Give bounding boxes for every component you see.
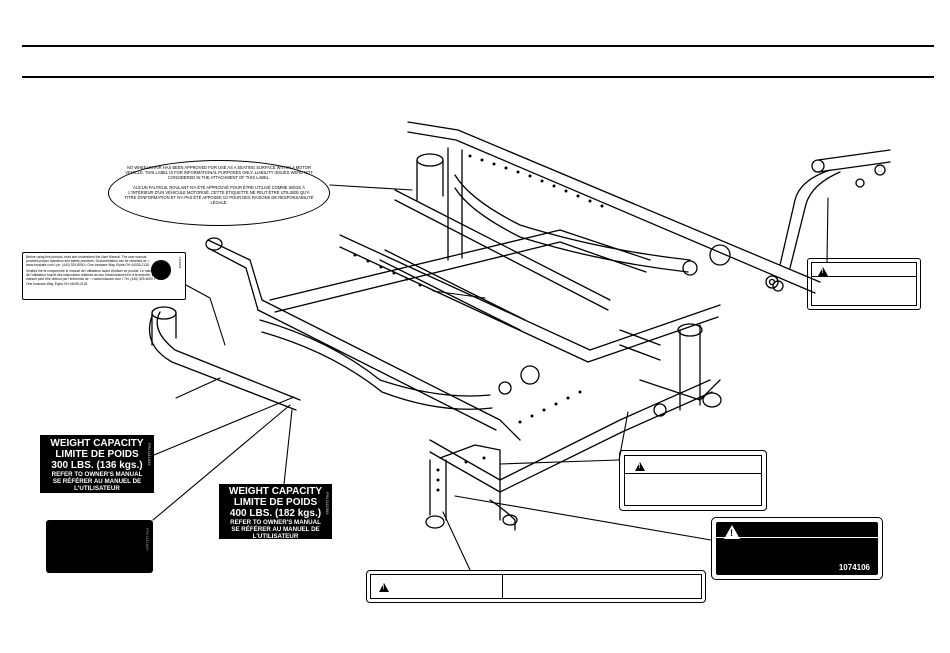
manual-notice-french: Veuillez lire et comprendre le manuel de…	[26, 269, 156, 286]
warning-triangle-icon	[379, 583, 389, 592]
weight-300-part-number: P/N 1111626	[147, 443, 152, 466]
seating-notice-english: NO WHEELCHAIR HAS BEEN APPROVED FOR USE …	[125, 165, 313, 180]
side-frame-left	[148, 237, 521, 441]
weight-400-line5: SE RÉFÉRER AU MANUEL DE L'UTILISATEUR	[231, 526, 320, 540]
front-caster-mount	[425, 444, 518, 531]
header-rule-top	[22, 45, 934, 47]
warning-label-caster: 1074106	[711, 517, 883, 580]
weight-300-line2: LIMITE DE POIDS	[55, 449, 139, 460]
user-manual-label: Before using this product, read and unde…	[22, 252, 186, 300]
footrest-hanger	[765, 149, 891, 292]
warning-label-code: 1074106	[838, 563, 870, 572]
black-tag-label: P/N 1111600	[46, 520, 153, 573]
backrest-post	[416, 147, 463, 261]
weight-400-line3: 400 LBS. (182 kgs.)	[229, 508, 322, 519]
weight-400-part-number: P/N 1111599	[325, 492, 330, 515]
manual-notice-english: Before using this product, read and unde…	[26, 255, 149, 268]
weight-300-line1: WEIGHT CAPACITY	[50, 438, 144, 449]
hardware-knob	[498, 244, 731, 417]
weight-300-line4: REFER TO OWNER'S MANUAL	[51, 471, 143, 478]
seating-notice-label: NO WHEELCHAIR HAS BEEN APPROVED FOR USE …	[108, 160, 330, 226]
warning-triangle-icon	[635, 462, 645, 471]
weight-capacity-400-label: WEIGHT CAPACITY LIMITE DE POIDS 400 LBS.…	[219, 484, 332, 540]
leader-line	[152, 184, 829, 571]
warning-label-hanger	[807, 258, 921, 310]
warning-label-front	[366, 570, 706, 603]
warning-triangle-icon	[818, 267, 828, 276]
header-rule-bottom	[22, 76, 934, 78]
weight-400-line1: WEIGHT CAPACITY	[228, 486, 323, 497]
weight-300-line5: SE RÉFÉRER AU MANUEL DE L'UTILISATEUR	[52, 478, 142, 492]
weight-capacity-300-label: WEIGHT CAPACITY LIMITE DE POIDS 300 LBS.…	[40, 435, 154, 493]
seat-rail	[259, 174, 691, 410]
black-tag-part-number: P/N 1111600	[145, 528, 150, 551]
rear-frame-tube	[407, 121, 821, 294]
adjustment-holes	[353, 154, 604, 492]
cross-tube	[339, 189, 721, 363]
warning-triangle-icon	[724, 525, 740, 539]
manual-part-number: 1112839	[178, 257, 182, 269]
weight-300-line3: 300 LBS. (136 kgs.)	[51, 460, 143, 471]
warning-label-frame	[619, 450, 767, 511]
weight-400-line4: REFER TO OWNER'S MANUAL	[230, 519, 321, 526]
user-manual-icon	[151, 260, 171, 280]
seating-notice-french: AUCUN FAUTEUIL ROULANT N'A ÉTÉ APPROUVÉ …	[124, 185, 314, 205]
weight-400-line2: LIMITE DE POIDS	[233, 497, 318, 508]
